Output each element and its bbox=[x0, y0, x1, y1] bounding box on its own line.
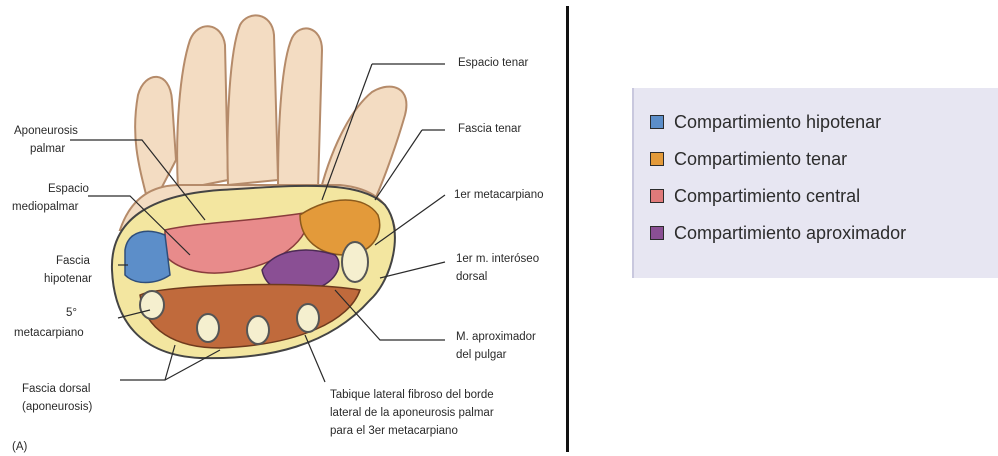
label-tabique-3: para el 3er metacarpiano bbox=[330, 422, 458, 440]
panel-label: (A) bbox=[12, 438, 27, 456]
label-metacarpiano-1: 1er metacarpiano bbox=[454, 186, 544, 204]
swatch-aproximador bbox=[650, 226, 664, 240]
label-interoseo-2: dorsal bbox=[456, 268, 487, 286]
compartment-legend: Compartimiento hipotenar Compartimiento … bbox=[632, 88, 998, 278]
legend-item-aproximador: Compartimiento aproximador bbox=[650, 219, 906, 247]
legend-item-tenar: Compartimiento tenar bbox=[650, 145, 847, 173]
legend-item-central: Compartimiento central bbox=[650, 182, 860, 210]
swatch-tenar bbox=[650, 152, 664, 166]
label-espacio-mediopalmar-1: Espacio bbox=[48, 180, 89, 198]
vertical-divider bbox=[566, 6, 569, 452]
label-espacio-tenar: Espacio tenar bbox=[458, 54, 528, 72]
hypothenar-compartment bbox=[125, 231, 170, 282]
label-tabique-1: Tabique lateral fibroso del borde bbox=[330, 386, 494, 404]
legend-label: Compartimiento aproximador bbox=[674, 223, 906, 244]
label-aproximador-1: M. aproximador bbox=[456, 328, 536, 346]
label-espacio-mediopalmar-2: mediopalmar bbox=[12, 198, 78, 216]
label-fascia-hipotenar-2: hipotenar bbox=[44, 270, 92, 288]
label-fascia-dorsal-1: Fascia dorsal bbox=[22, 380, 90, 398]
label-aponeurosis-palmar-1: Aponeurosis bbox=[14, 122, 78, 140]
legend-label: Compartimiento tenar bbox=[674, 149, 847, 170]
label-fascia-hipotenar-1: Fascia bbox=[56, 252, 90, 270]
label-metacarpiano-5-2: metacarpiano bbox=[14, 324, 84, 342]
legend-label: Compartimiento hipotenar bbox=[674, 112, 881, 133]
label-aponeurosis-palmar-2: palmar bbox=[30, 140, 65, 158]
legend-label: Compartimiento central bbox=[674, 186, 860, 207]
label-tabique-2: lateral de la aponeurosis palmar bbox=[330, 404, 494, 422]
label-aproximador-2: del pulgar bbox=[456, 346, 507, 364]
swatch-central bbox=[650, 189, 664, 203]
label-fascia-tenar: Fascia tenar bbox=[458, 120, 521, 138]
legend-item-hipotenar: Compartimiento hipotenar bbox=[650, 108, 881, 136]
label-interoseo-1: 1er m. interóseo bbox=[456, 250, 539, 268]
swatch-hipotenar bbox=[650, 115, 664, 129]
label-metacarpiano-5-1: 5° bbox=[66, 304, 77, 322]
label-fascia-dorsal-2: (aponeurosis) bbox=[22, 398, 92, 416]
